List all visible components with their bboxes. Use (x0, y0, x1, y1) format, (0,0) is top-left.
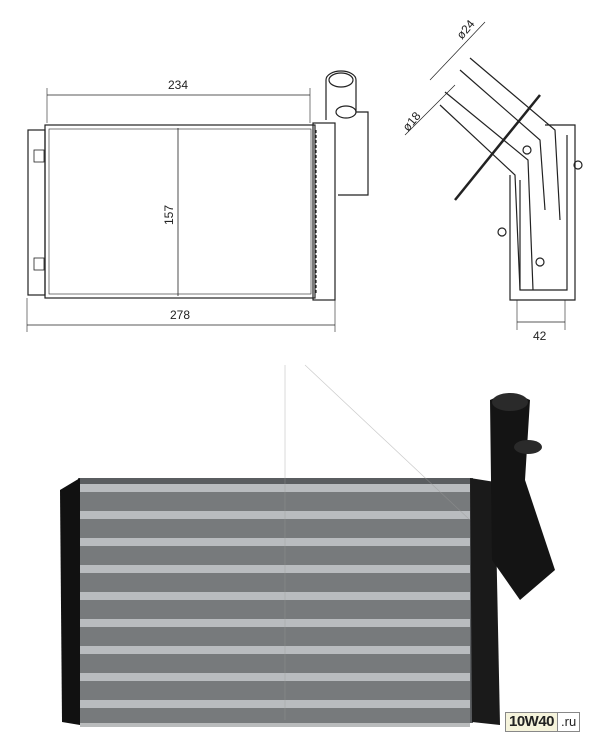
fin-row (80, 492, 470, 511)
tube (80, 646, 470, 654)
fin-row (80, 546, 470, 565)
side-view (404, 21, 583, 330)
outlet-pipes (490, 395, 555, 600)
tube (80, 592, 470, 600)
tube (80, 673, 470, 681)
dimension-42: 42 (533, 329, 547, 343)
tube (80, 538, 470, 546)
dimension-d24: ø24 (454, 17, 478, 42)
tube (80, 700, 470, 708)
fin-row (80, 519, 470, 538)
left-tank (60, 478, 80, 725)
fin-row (80, 600, 470, 619)
tube (80, 511, 470, 519)
dimension-d18: ø18 (400, 109, 424, 134)
tube (80, 484, 470, 492)
core-outline (44, 124, 316, 299)
fin-row (80, 708, 470, 727)
fin-row (80, 681, 470, 700)
dimension-278: 278 (170, 308, 190, 322)
fin-row (80, 627, 470, 646)
fin-row (80, 573, 470, 592)
front-view (26, 70, 369, 332)
tube (80, 619, 470, 627)
outlet-pipes (325, 70, 369, 196)
fin-row (80, 654, 470, 673)
pipe-large (459, 57, 561, 221)
dimension-234: 234 (168, 78, 188, 92)
right-tank-outline (312, 122, 336, 301)
dimension-157: 157 (162, 205, 176, 225)
watermark-logo: 10W40 .ru (505, 712, 581, 732)
heater-core-photo (60, 364, 555, 727)
pipe-small (439, 91, 534, 291)
tube (80, 565, 470, 573)
